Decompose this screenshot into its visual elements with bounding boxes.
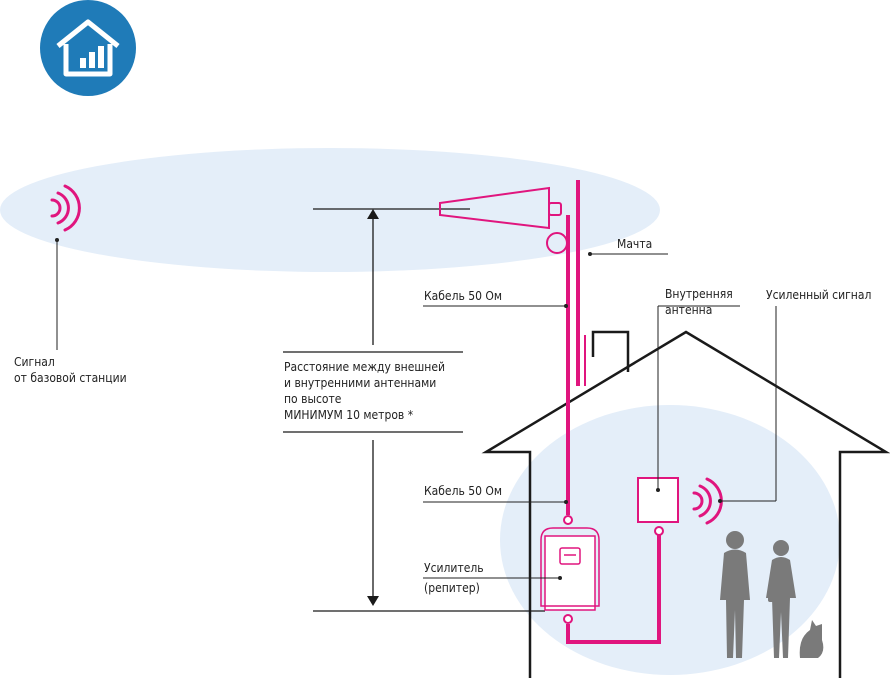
coax-cable xyxy=(566,215,661,644)
amplifier-line1: Усилитель xyxy=(424,561,484,575)
height-measure xyxy=(283,208,545,612)
internal-antenna-label: Внутренняя антенна xyxy=(665,286,733,318)
logo xyxy=(40,0,136,96)
amplifier-label: Усилитель (репитер) xyxy=(424,560,484,596)
distance-label: Расстояние между внешней и внутренними а… xyxy=(284,359,445,423)
distance-line1: Расстояние между внешней xyxy=(284,360,445,374)
people-silhouettes xyxy=(720,531,824,658)
house-signal-icon xyxy=(56,19,120,77)
outdoor-signal-area xyxy=(0,148,660,272)
distance-line2: и внутренними антеннами xyxy=(284,376,437,390)
internal-antenna-line2: антенна xyxy=(665,303,713,317)
base-station-signal-icon xyxy=(50,184,81,232)
internal-antenna-line1: Внутренняя xyxy=(665,287,733,301)
distance-line4: МИНИМУМ 10 метров * xyxy=(284,408,414,422)
cable-bottom-label: Кабель 50 Ом xyxy=(424,484,503,498)
base-signal-label: Сигнал от базовой станции xyxy=(14,354,127,386)
amplifier-repeater xyxy=(540,527,600,611)
distance-line3: по высоте xyxy=(284,392,342,406)
base-signal-label-line1: Сигнал xyxy=(14,355,55,369)
mast-label: Мачта xyxy=(617,237,653,251)
amplifier-line2: (репитер) xyxy=(424,581,480,595)
cable-top-label: Кабель 50 Ом xyxy=(424,289,503,303)
base-signal-label-line2: от базовой станции xyxy=(14,371,127,385)
house-outline xyxy=(481,330,890,678)
amplified-signal-label: Усиленный сигнал xyxy=(766,288,872,302)
